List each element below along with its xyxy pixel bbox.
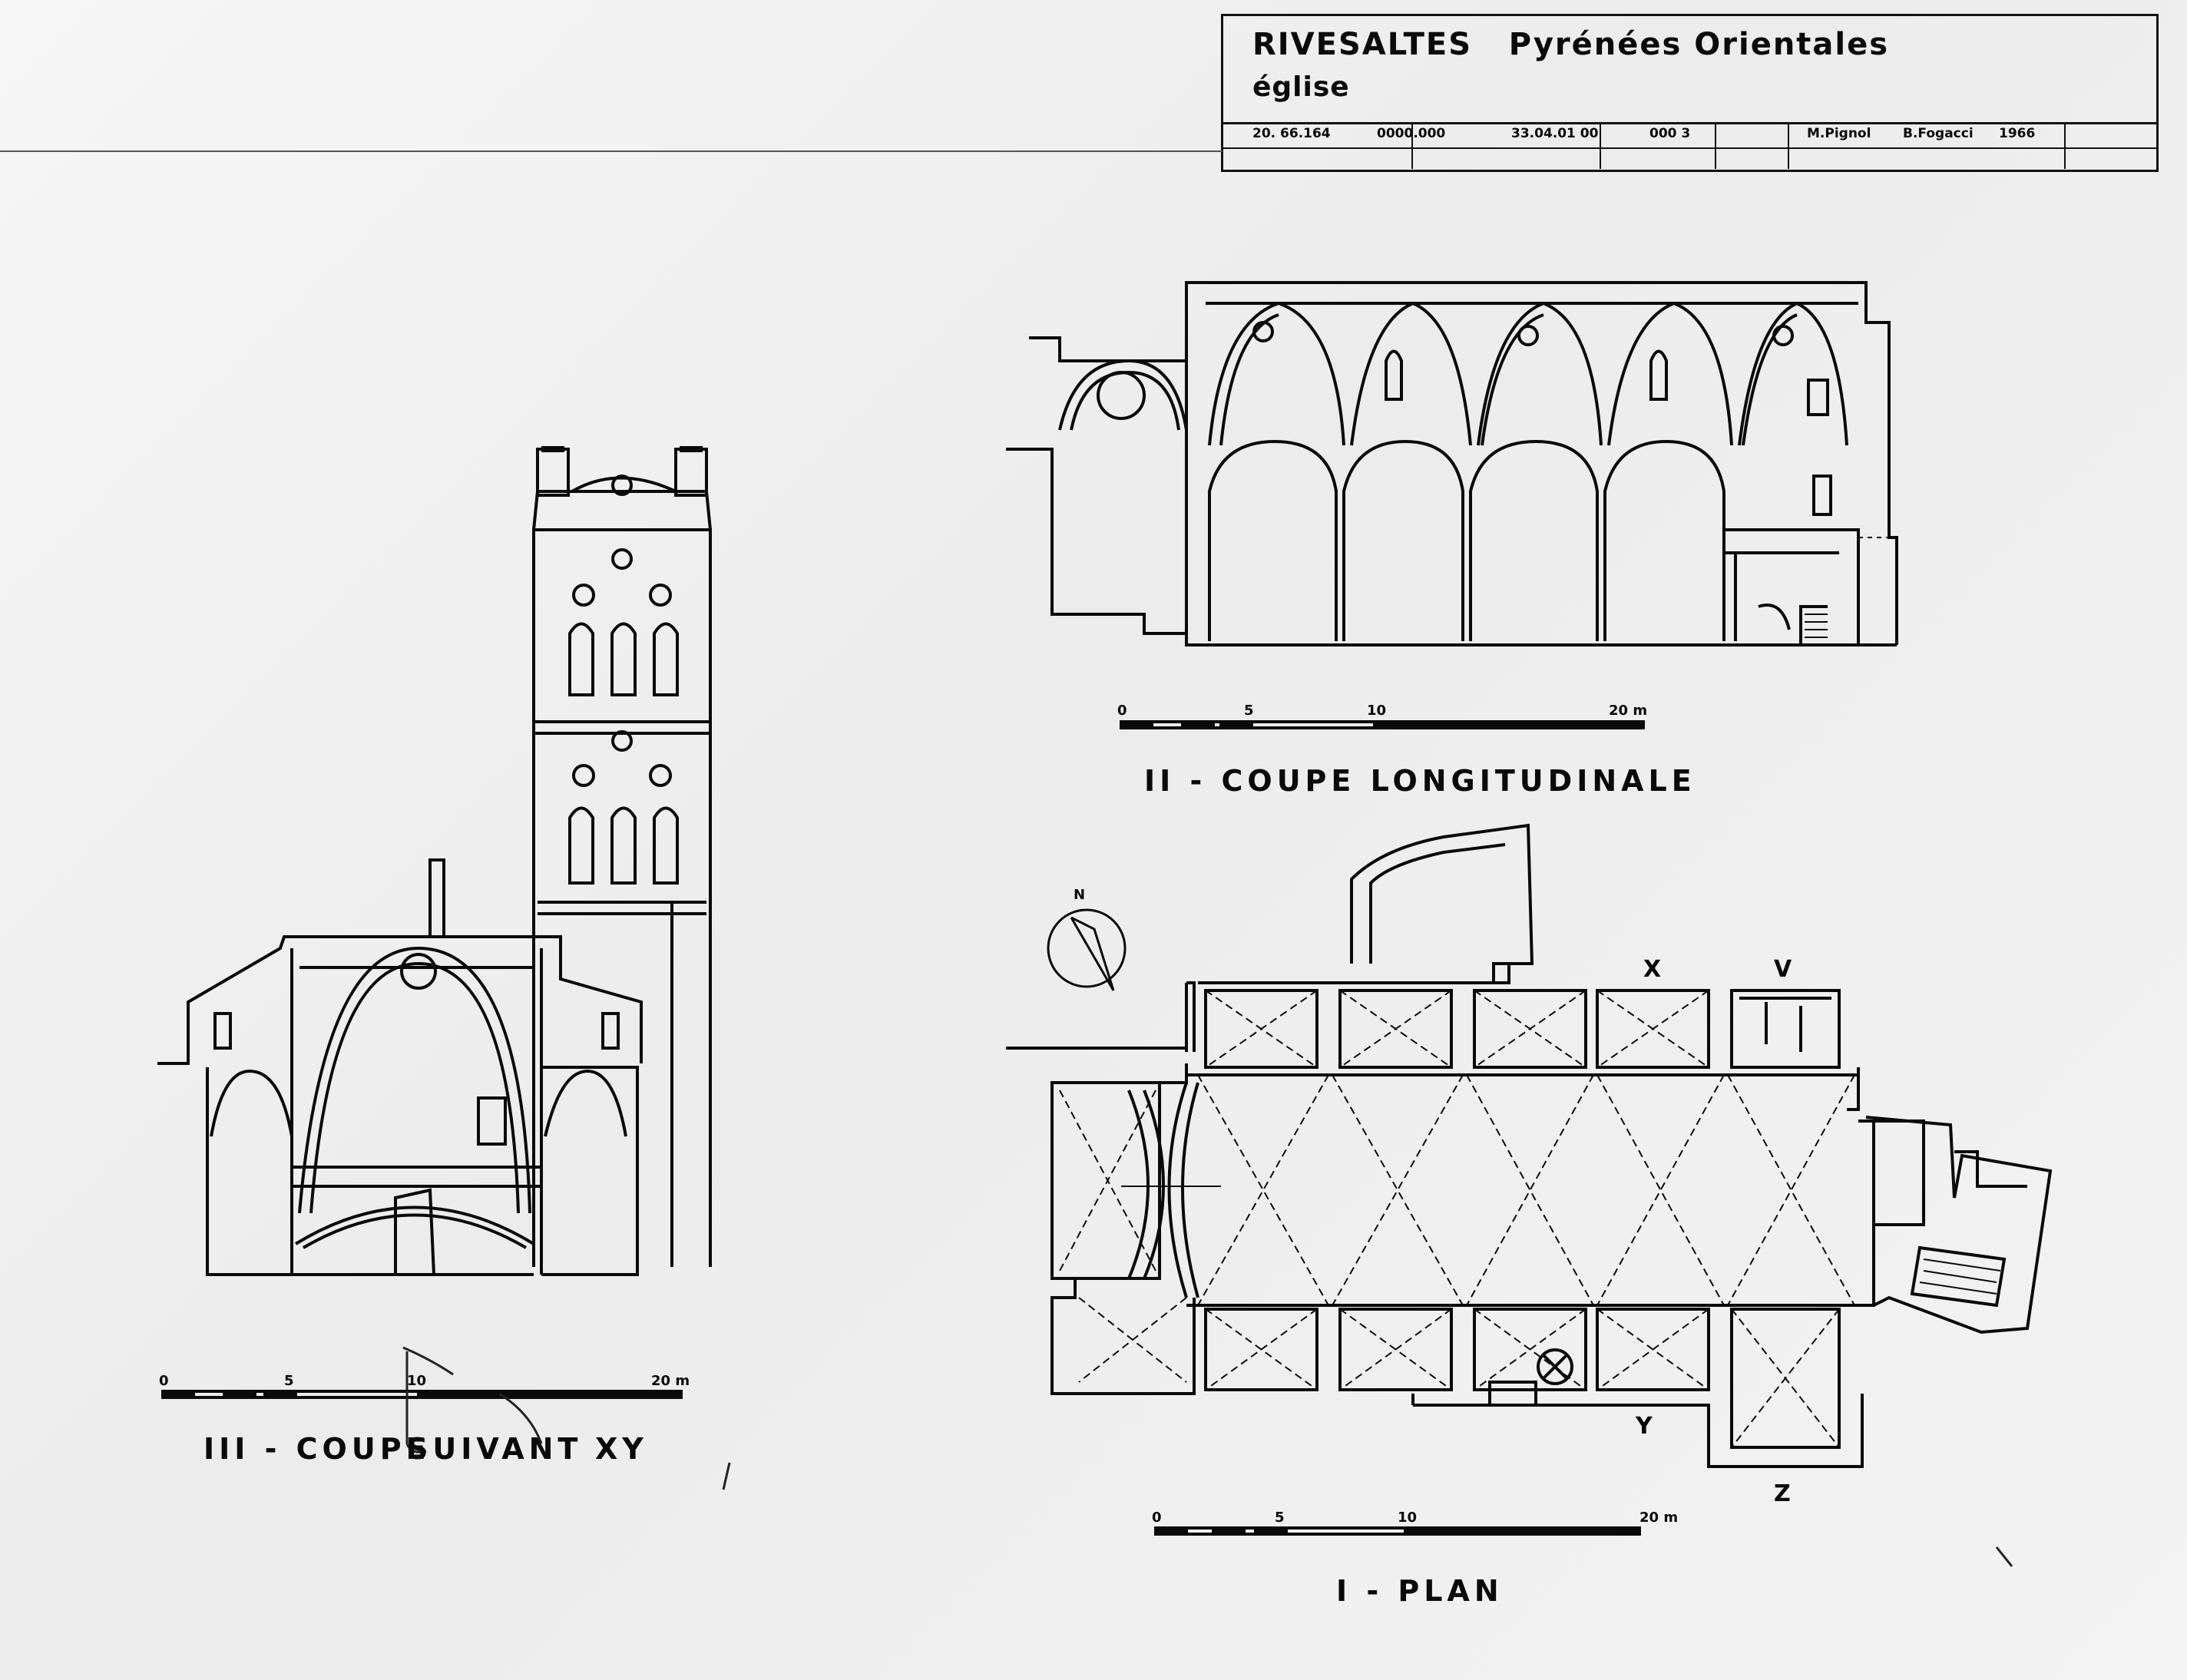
scale-bar-cross [161, 1390, 683, 1399]
marker-z: Z [1774, 1480, 1791, 1507]
marker-x: X [1643, 956, 1662, 983]
pencil-marks [402, 1346, 2013, 1567]
sheet-border-line [0, 150, 1223, 152]
floor-plan [1006, 823, 2053, 1468]
cross-scale-5: 5 [284, 1373, 294, 1389]
cross-label-b: SUIVANT [407, 1432, 583, 1466]
ref-4: 000 3 [1649, 126, 1691, 141]
title-place: RIVESALTES Pyrénées Orientales [1252, 27, 1889, 62]
nave-vaults [1208, 301, 1848, 446]
author-2: B.Fogacci [1903, 126, 1974, 141]
arcades [1208, 439, 1725, 641]
cross-section [157, 446, 712, 1276]
marker-v: V [1774, 956, 1792, 983]
cross-label-c: XY [595, 1432, 648, 1466]
north-marker: N [1074, 887, 1086, 903]
author-1: M.Pignol [1807, 126, 1871, 141]
year: 1966 [1999, 126, 2036, 141]
plan-scale-10: 10 [1398, 1510, 1418, 1526]
plan-label: I - PLAN [1336, 1574, 1504, 1608]
cross-scale-10: 10 [407, 1373, 427, 1389]
long-scale-5: 5 [1244, 703, 1254, 719]
place-name: RIVESALTES [1252, 27, 1473, 62]
scale-bar-longitudinal [1120, 720, 1645, 729]
title-block: RIVESALTES Pyrénées Orientales église 20… [1221, 14, 2159, 172]
scale-bar-plan [1154, 1526, 1641, 1536]
cross-label-a: III - COUPE [203, 1432, 431, 1466]
long-scale-10: 10 [1367, 703, 1387, 719]
plan-scale-20: 20 m [1639, 1510, 1679, 1526]
long-scale-0: 0 [1117, 703, 1127, 719]
building-name: église [1252, 71, 1350, 103]
vault-ribs [1059, 990, 1855, 1448]
long-scale-20: 20 m [1609, 703, 1648, 719]
region-name: Pyrénées Orientales [1508, 27, 1890, 62]
plan-scale-0: 0 [1152, 1510, 1162, 1526]
ref-1: 20. 66.164 [1252, 126, 1331, 141]
cross-scale-20: 20 m [651, 1373, 690, 1389]
longitudinal-label: II - COUPE LONGITUDINALE [1144, 764, 1696, 798]
longitudinal-section [1006, 281, 1898, 647]
cross-scale-0: 0 [159, 1373, 169, 1389]
ref-3: 33.04.01 00 [1511, 126, 1599, 141]
marker-y: Y [1636, 1413, 1653, 1440]
plan-scale-5: 5 [1275, 1510, 1285, 1526]
